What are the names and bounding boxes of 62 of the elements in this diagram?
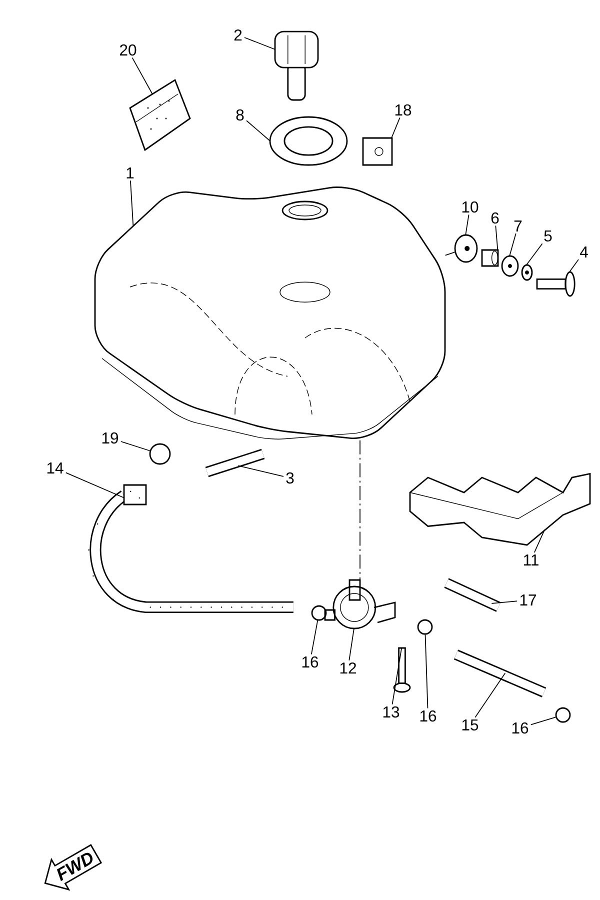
callout-number: 18	[395, 104, 412, 116]
leader-line	[348, 628, 354, 661]
callout-number: 3	[286, 472, 294, 484]
leader-line	[244, 37, 276, 50]
washer-drawing	[521, 264, 533, 281]
leader-line	[392, 647, 402, 705]
clip-drawing	[149, 443, 171, 465]
callout-number: 16	[302, 656, 318, 668]
leader-line	[534, 529, 546, 553]
callout-number: 15	[462, 719, 478, 731]
leader-line	[424, 634, 428, 709]
callout-number: 17	[520, 594, 536, 606]
callout-number: 2	[234, 29, 242, 41]
callout-number: 16	[512, 722, 528, 734]
leader-line	[246, 120, 270, 142]
callout-number: 12	[340, 662, 356, 674]
callout-number: 6	[491, 212, 499, 224]
grommet-drawing	[454, 234, 478, 263]
leader-line	[465, 214, 470, 236]
callout-number: 19	[102, 432, 118, 444]
leader-line	[530, 716, 556, 726]
collar-drawing	[481, 249, 499, 267]
tube-drawing	[454, 650, 546, 698]
leader-line	[491, 600, 518, 604]
clip-drawing	[555, 707, 571, 723]
leader-line	[526, 243, 543, 266]
center-line	[444, 252, 456, 256]
callout-number: 1	[126, 168, 134, 178]
leader-line	[474, 672, 506, 718]
washer-drawing	[501, 255, 519, 277]
callout-number: 11	[524, 554, 538, 566]
leader-line	[569, 259, 579, 272]
leader-line	[65, 472, 124, 498]
cock-drawing	[324, 579, 396, 630]
callout-number: 16	[420, 710, 436, 722]
callout-number: 10	[462, 201, 478, 213]
nut-drawing	[362, 137, 393, 166]
ring-drawing	[269, 116, 348, 166]
tube-drawing	[444, 578, 501, 612]
leader-line	[509, 233, 516, 256]
leader-line	[120, 441, 150, 452]
leader-line	[130, 180, 134, 226]
leader-line	[310, 620, 318, 655]
clip-drawing	[311, 605, 327, 621]
callout-number: 5	[544, 230, 552, 242]
leader-line	[238, 465, 284, 477]
bolt-drawing	[393, 647, 411, 693]
callout-number: 20	[120, 44, 136, 56]
callout-number: 4	[580, 246, 588, 258]
callout-number: 13	[383, 706, 400, 718]
hose-drawing	[88, 484, 294, 613]
clip-drawing	[417, 619, 433, 635]
callout-number: 7	[514, 220, 522, 232]
leader-line	[495, 225, 498, 250]
cap-drawing	[274, 30, 319, 101]
leader-line	[132, 57, 153, 94]
callout-number: 14	[47, 462, 64, 474]
tube-drawing	[205, 448, 265, 478]
leader-line	[391, 117, 400, 138]
callout-number: 8	[236, 109, 244, 121]
bolt-drawing	[536, 271, 576, 297]
cushion-drawing	[409, 472, 591, 546]
